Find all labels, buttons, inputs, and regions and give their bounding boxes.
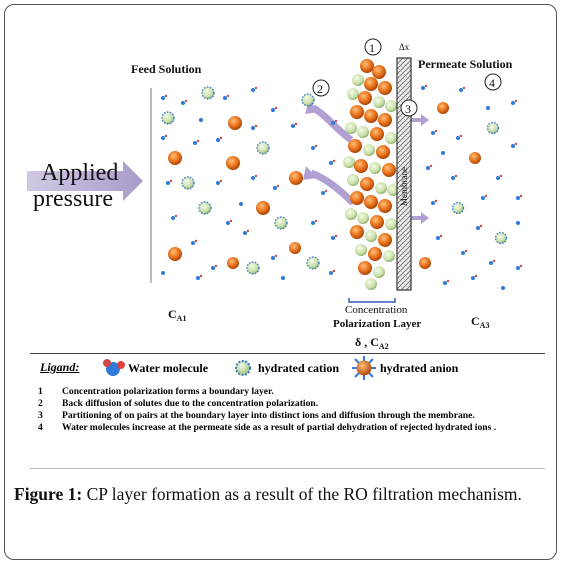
cp-layer-bracket [348, 298, 396, 303]
cp-particle-layer [343, 59, 399, 290]
notes-separator [30, 468, 545, 469]
applied-pressure-arrow [27, 161, 143, 201]
hydrated-cation-icon [235, 360, 251, 376]
permeate-solution-label: Permeate Solution [418, 57, 513, 71]
applied-pressure-line1: Applied [41, 160, 118, 186]
caption-text: CP layer formation as a result of the RO… [82, 484, 522, 504]
marker-3: 3 [400, 99, 418, 117]
legend-water-label: Water molecule [128, 361, 209, 375]
figure-frame [4, 4, 557, 560]
marker-1: 1 [364, 38, 382, 56]
water-molecule-icon [103, 359, 125, 376]
svg-text:3: 3 [405, 102, 411, 116]
feed-anions [168, 116, 303, 269]
permeate-cations [451, 121, 508, 245]
permeate-water-molecules [421, 86, 520, 290]
hydrated-anion-icon [352, 356, 376, 380]
legend-title: Ligand: [40, 360, 80, 374]
legend-cation-label: hydrated cation [258, 361, 339, 375]
figure-caption: Figure 1: CP layer formation as a result… [14, 483, 544, 505]
feed-water-hydrogens [164, 86, 338, 278]
delta-x-label: Δx [399, 42, 410, 52]
feed-solution-label: Feed Solution [131, 62, 202, 76]
back-diffusion-arrow-lower [309, 169, 356, 206]
marker-4: 4 [484, 73, 502, 91]
feed-cations [161, 86, 320, 275]
svg-text:4: 4 [489, 76, 495, 90]
permeate-arrow-upper [410, 114, 429, 126]
applied-pressure-line2: pressure [33, 186, 113, 212]
caption-label: Figure 1: [14, 484, 83, 504]
permeate-arrow-lower [410, 212, 429, 224]
svg-text:2: 2 [317, 82, 323, 96]
ca3-label: CA3 [471, 314, 489, 330]
permeate-water-hydrogens [424, 84, 523, 283]
delta-ca2-label: δ , CA2 [355, 335, 389, 351]
cp-label-line2: Polarization Layer [333, 318, 421, 330]
legend-anion-label: hydrated anion [380, 361, 459, 375]
permeate-anions [419, 102, 481, 269]
cp-label-line1: Concentration [345, 304, 408, 316]
membrane-label: Membrane [399, 167, 409, 206]
ro-diagram: Feed Solution Permeate Solution Applied … [27, 38, 523, 351]
legend-separator [30, 353, 545, 354]
ca1-label: CA1 [168, 307, 186, 323]
marker-2: 2 [312, 79, 330, 97]
feed-water-molecules [161, 88, 335, 280]
svg-text:1: 1 [369, 41, 375, 55]
